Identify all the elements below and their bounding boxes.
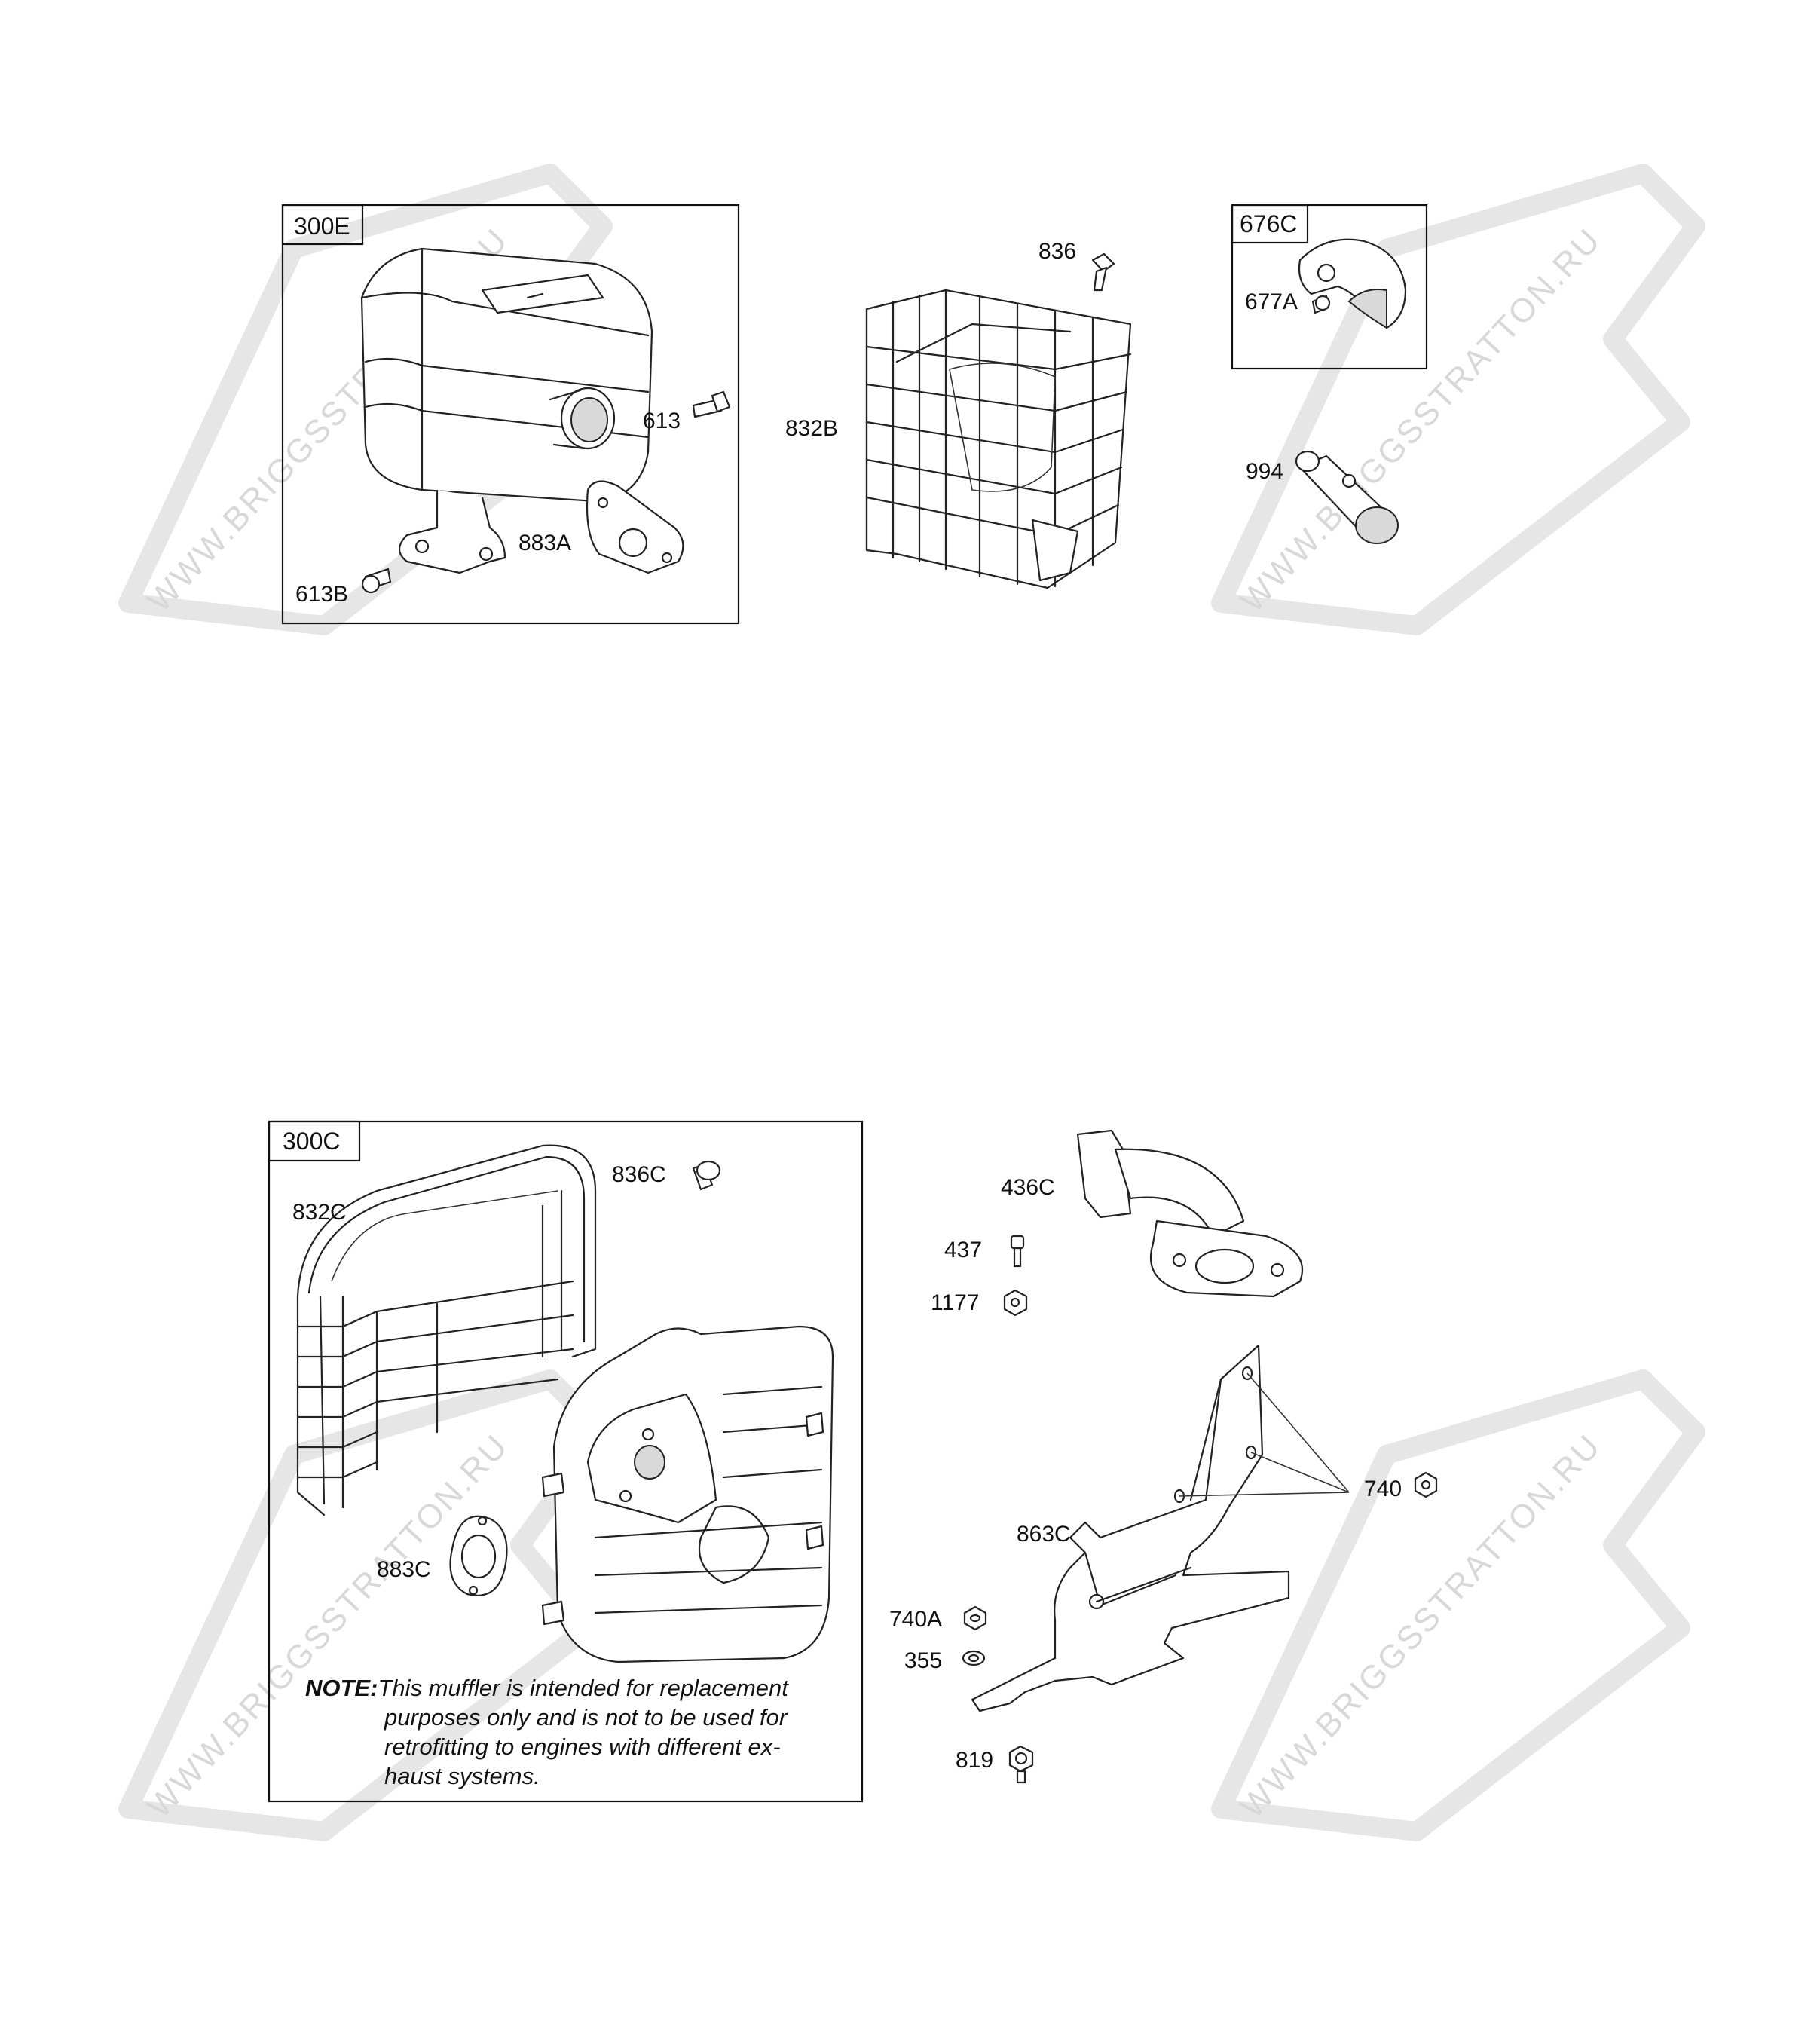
gasket-883a-drawing	[586, 480, 684, 574]
label-836c: 836C	[612, 1162, 666, 1187]
nut-1177-drawing	[1003, 1289, 1028, 1317]
note-line-1: This muffler is intended for replacement	[378, 1675, 789, 1701]
leader-lines-740	[1179, 1372, 1350, 1497]
note-line-4: haust systems.	[384, 1763, 540, 1789]
label-883a: 883A	[518, 531, 571, 555]
label-832b: 832B	[785, 416, 838, 441]
label-863c: 863C	[1017, 1522, 1071, 1547]
kit-box-300e: 300E 613	[281, 204, 740, 625]
spark-arrestor-994-drawing	[1295, 450, 1399, 544]
label-740: 740	[1364, 1477, 1402, 1501]
bolt-819-drawing	[1008, 1745, 1034, 1784]
nut-740a-drawing	[963, 1605, 987, 1631]
label-613b: 613B	[295, 582, 348, 607]
label-994: 994	[1246, 459, 1283, 484]
label-437: 437	[944, 1238, 982, 1262]
gasket-883c-drawing	[449, 1515, 508, 1596]
bolt-836-drawing	[1091, 252, 1115, 292]
kit-tag-300c: 300C	[283, 1128, 341, 1155]
label-677a: 677A	[1245, 289, 1298, 314]
note-line-2: purposes only and is not to be used for	[384, 1704, 788, 1731]
label-832c: 832C	[292, 1200, 347, 1225]
screw-677a-drawing	[1311, 295, 1331, 314]
kit-box-300c: 300C 832C 836C	[268, 1120, 864, 1803]
bolt-613-drawing	[692, 390, 731, 418]
cage-832c-drawing	[296, 1144, 597, 1516]
svg-text:NOTE:This muffler is intended: NOTE:This muffler is intended for replac…	[305, 1675, 789, 1701]
washer-355-drawing	[962, 1650, 986, 1666]
label-883c: 883C	[377, 1557, 431, 1582]
muffler-300e-drawing	[360, 247, 653, 574]
cage-832b-drawing	[865, 289, 1132, 589]
kit-tag-300e: 300E	[294, 213, 350, 240]
watermark-text-2: WWW.BRIGGSSTRATTON.RU	[1233, 221, 1608, 620]
note-line-3: retrofitting to engines with different e…	[384, 1734, 781, 1760]
label-355: 355	[904, 1648, 942, 1673]
nut-740-drawing	[1414, 1471, 1438, 1498]
bracket-863c-drawing	[971, 1344, 1290, 1712]
label-836: 836	[1038, 239, 1076, 264]
label-1177: 1177	[931, 1290, 980, 1315]
kit-box-676c: 676C 677A	[1231, 204, 1428, 370]
kit-tag-676c: 676C	[1240, 210, 1298, 237]
bolt-613b-drawing	[361, 568, 392, 594]
label-436c: 436C	[1001, 1175, 1055, 1200]
label-819: 819	[956, 1748, 993, 1773]
muffler-300c-drawing	[541, 1325, 834, 1663]
bolt-836c-drawing	[692, 1160, 721, 1191]
elbow-436c-drawing	[1076, 1129, 1304, 1298]
deflector-676c-drawing	[1298, 238, 1407, 329]
label-740a: 740A	[889, 1607, 942, 1632]
label-613: 613	[643, 409, 681, 433]
bolt-437-drawing	[1010, 1235, 1025, 1268]
note-heading: NOTE:	[305, 1675, 378, 1701]
